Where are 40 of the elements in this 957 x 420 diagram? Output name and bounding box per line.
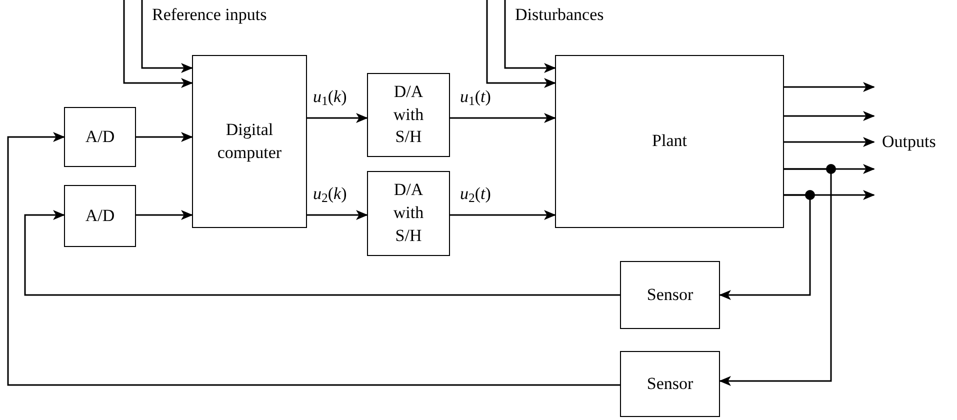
edge-label: u$_{2}$(t) xyxy=(458,185,493,202)
edge-label: u$_{1}$(t) xyxy=(458,88,493,105)
arrow xyxy=(307,113,368,123)
arrow xyxy=(136,210,193,220)
arrow xyxy=(504,0,556,73)
signal-label: Disturbances xyxy=(515,6,604,23)
arrow xyxy=(123,0,193,88)
signal-label: Outputs xyxy=(874,80,936,202)
block-box xyxy=(64,107,136,167)
arrow xyxy=(784,137,875,147)
arrow xyxy=(719,168,832,386)
arrow xyxy=(136,132,193,142)
block-box xyxy=(620,261,720,329)
block-box xyxy=(367,73,450,157)
arrow xyxy=(450,113,556,123)
arrow xyxy=(141,0,193,73)
block-box xyxy=(620,351,720,417)
block-label: Sensor xyxy=(646,284,694,306)
block-label: A/D xyxy=(85,204,115,227)
arrow xyxy=(784,82,875,92)
arrow xyxy=(486,0,556,88)
signal-label: Reference inputs xyxy=(152,6,267,23)
arrow xyxy=(450,210,556,220)
block-box xyxy=(367,171,450,256)
edge-label: u$_{1}$(k) xyxy=(311,88,349,105)
block-box xyxy=(555,55,784,228)
edge-label: u$_{2}$(k) xyxy=(311,185,349,202)
block-label: Digital computer xyxy=(216,118,283,164)
arrow xyxy=(7,132,620,386)
block-box xyxy=(64,185,136,247)
arrow xyxy=(784,111,875,121)
block-box xyxy=(192,55,307,228)
arrow xyxy=(719,194,811,300)
block-label: D/A with S/H xyxy=(392,179,425,247)
arrow xyxy=(307,210,368,220)
block-label: D/A with S/H xyxy=(392,80,425,148)
block-label: Sensor xyxy=(646,372,694,395)
block-label: Plant xyxy=(652,130,687,152)
arrow xyxy=(24,210,620,296)
block-label: A/D xyxy=(85,126,115,148)
